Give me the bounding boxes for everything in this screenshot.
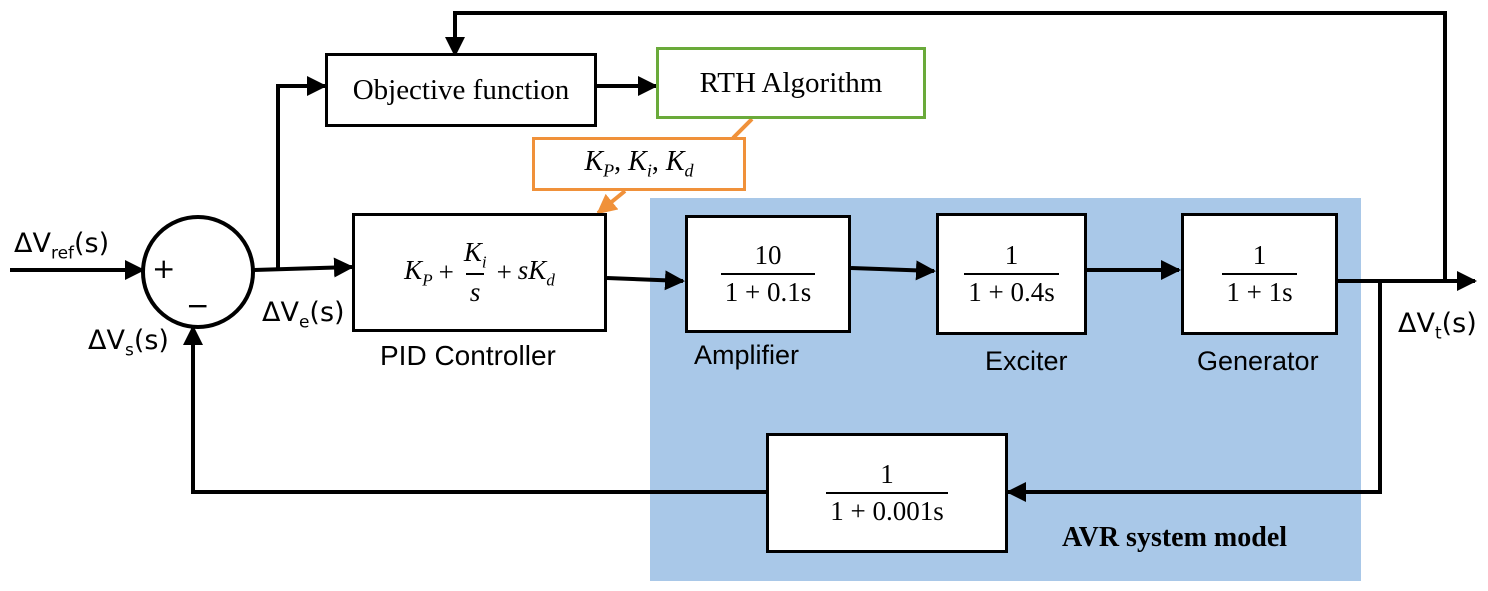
vref-label: ΔVref(s) [14, 228, 110, 264]
pid-gains-label: KP, Ki, Kd [584, 146, 694, 181]
exciter-block: 1 1 + 0.4s [936, 213, 1087, 335]
rth-to-gains-line [731, 117, 754, 140]
pid-controller-caption: PID Controller [380, 340, 556, 371]
pid-gains-block: KP, Ki, Kd [532, 137, 746, 191]
exciter-transfer-function: 1 1 + 0.4s [964, 240, 1059, 308]
junction-plus-sign: + [152, 252, 176, 285]
integral-term: Ki s [463, 236, 487, 308]
amplifier-block: 10 1 + 0.1s [685, 215, 851, 333]
exciter-caption: Exciter [985, 346, 1068, 376]
generator-block: 1 1 + 1s [1181, 213, 1338, 335]
avr-system-title: AVR system model [1062, 522, 1288, 553]
junction-minus-sign: − [186, 289, 210, 322]
top-feedback-line [445, 11, 1447, 281]
generator-caption: Generator [1197, 346, 1319, 376]
vt-label: ΔVt(s) [1398, 308, 1477, 344]
pid-controller-block: KP + Ki s + sKd [352, 213, 607, 332]
rth-algorithm-label: RTH Algorithm [699, 66, 883, 99]
objective-function-block: Objective function [325, 53, 597, 127]
amplifier-caption: Amplifier [694, 340, 800, 370]
pid-transfer-function: KP + Ki s + sKd [404, 236, 555, 308]
error-to-objective-line [276, 76, 327, 270]
summing-junction [141, 215, 255, 329]
sensor-transfer-function: 1 1 + 0.001s [826, 459, 948, 527]
amplifier-transfer-function: 10 1 + 0.1s [720, 240, 816, 308]
amplifier-to-exciter-line [850, 260, 936, 281]
ve-label: ΔVe(s) [262, 297, 345, 333]
vs-label: ΔVs(s) [88, 325, 169, 361]
generator-transfer-function: 1 1 + 1s [1222, 240, 1297, 308]
pid-to-amplifier-line [606, 270, 685, 291]
sensor-block: 1 1 + 0.001s [766, 433, 1008, 553]
gains-to-pid-line [596, 189, 627, 215]
sensor-feedback-line [1006, 281, 1382, 502]
objective-function-label: Objective function [352, 73, 570, 106]
sensor-to-junction-line [183, 325, 767, 494]
rth-algorithm-block: RTH Algorithm [656, 47, 926, 119]
error-line [252, 257, 354, 278]
